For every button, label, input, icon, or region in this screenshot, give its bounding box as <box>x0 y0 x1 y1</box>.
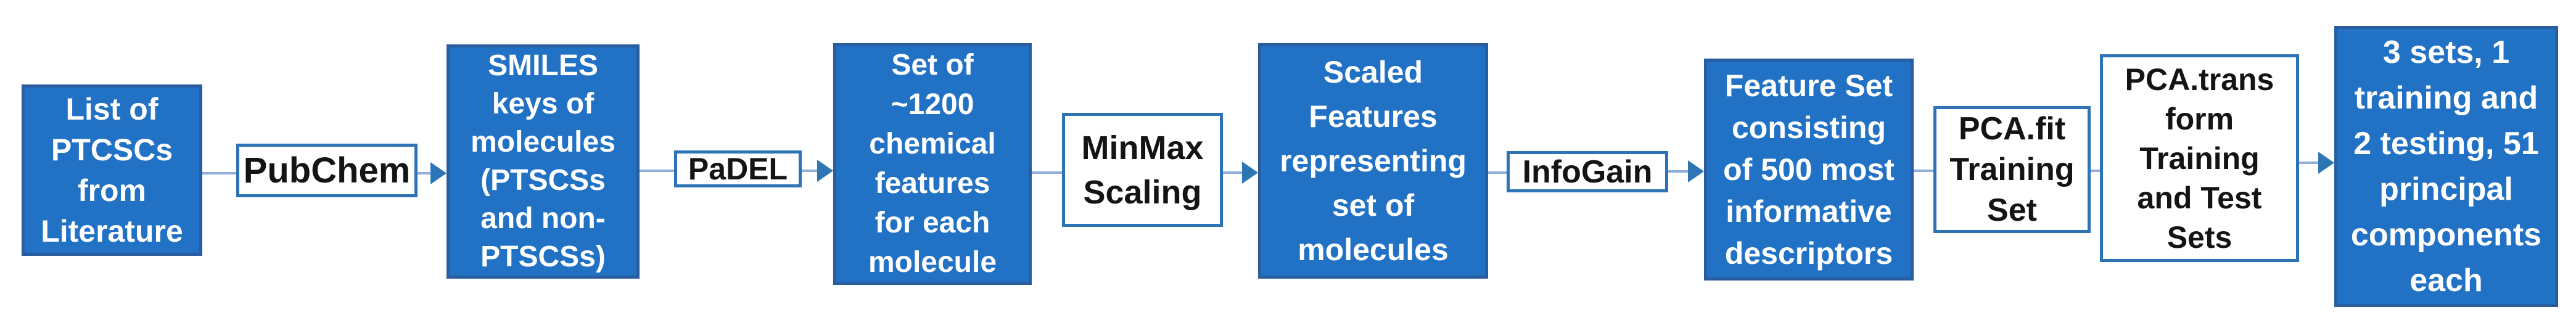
node-label: Scaled Features representing set of mole… <box>1280 55 1467 267</box>
node-smiles-keys: SMILES keys of molecules (PTSCSs and non… <box>446 44 640 279</box>
connector-line <box>802 170 818 172</box>
connector-line <box>1488 171 1507 174</box>
node-label: InfoGain <box>1522 154 1653 190</box>
node-padel: PaDEL <box>674 150 802 187</box>
node-output-sets: 3 sets, 1 training and 2 testing, 51 pri… <box>2334 26 2558 307</box>
node-list-of-ptcscs: List of PTCSCs from Literature <box>22 84 202 256</box>
connector-line <box>1668 170 1689 173</box>
node-feature-set-500: Feature Set consisting of 500 most infor… <box>1704 59 1914 281</box>
arrow-right-icon <box>1242 162 1258 184</box>
node-scaled-features: Scaled Features representing set of mole… <box>1258 43 1488 279</box>
node-label: 3 sets, 1 training and 2 testing, 51 pri… <box>2350 35 2542 298</box>
arrow-right-icon <box>817 160 833 182</box>
node-label: SMILES keys of molecules (PTSCSs and non… <box>471 49 615 273</box>
node-label: Set of ~1200 chemical features for each … <box>868 49 997 279</box>
arrow-right-icon <box>430 162 446 184</box>
arrow-right-icon <box>2318 152 2334 174</box>
connector-line <box>1032 171 1062 174</box>
connector-line <box>640 170 674 172</box>
connector-line <box>2299 162 2319 164</box>
connector-line <box>1914 170 1933 172</box>
node-label: PCA.fit Training Set <box>1949 111 2075 228</box>
connector-line <box>202 172 236 174</box>
node-label: PaDEL <box>688 152 788 186</box>
connector-line <box>418 172 433 174</box>
node-chemical-features: Set of ~1200 chemical features for each … <box>833 43 1032 285</box>
node-minmax-scaling: MinMax Scaling <box>1062 113 1223 227</box>
connector-line <box>2091 170 2100 172</box>
node-label: List of PTCSCs from Literature <box>41 92 183 248</box>
node-label: MinMax Scaling <box>1081 129 1204 211</box>
node-label: PubChem <box>243 150 411 191</box>
node-pca-fit: PCA.fit Training Set <box>1933 106 2091 233</box>
node-pca-transform: PCA.trans form Training and Test Sets <box>2100 54 2299 262</box>
node-infogain: InfoGain <box>1507 151 1668 192</box>
node-pubchem: PubChem <box>236 144 418 197</box>
arrow-right-icon <box>1688 160 1704 182</box>
node-label: Feature Set consisting of 500 most infor… <box>1723 68 1895 271</box>
connector-line <box>1223 171 1243 174</box>
node-label: PCA.trans form Training and Test Sets <box>2125 62 2274 255</box>
